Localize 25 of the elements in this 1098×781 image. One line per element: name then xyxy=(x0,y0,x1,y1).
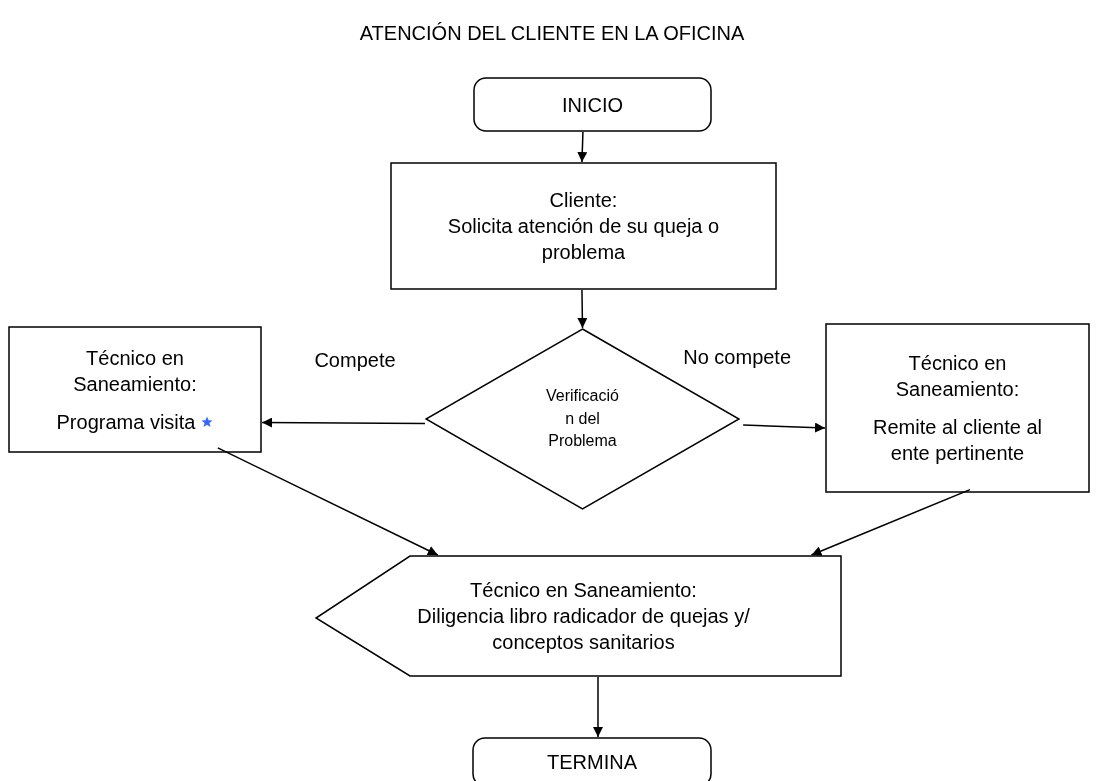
node-text: Remite al cliente al ente pertinente xyxy=(872,415,1043,466)
arrow xyxy=(261,417,426,428)
node-text: Técnico en Saneamiento: xyxy=(894,351,1021,402)
node-text: Programa visita xyxy=(56,409,196,435)
diagram-title: ATENCIÓN DEL CLIENTE EN LA OFICINA xyxy=(358,21,746,46)
node-text: INICIO xyxy=(561,92,624,118)
node-text: TERMINA xyxy=(547,750,637,775)
terminal-box xyxy=(472,737,712,781)
process-box xyxy=(390,162,777,290)
node-text: Verificació n del Problema xyxy=(545,386,620,452)
arrow xyxy=(577,131,588,163)
process-box xyxy=(8,326,262,453)
node-text: Diligencia libro radicador de quejas y/ conceptos sanitarios xyxy=(416,604,751,655)
arrow xyxy=(577,289,588,329)
terminal-box xyxy=(473,77,712,132)
arrow xyxy=(810,488,971,556)
display-shape xyxy=(315,555,842,677)
arrow xyxy=(742,422,826,433)
arrow xyxy=(217,447,439,556)
node-text: Solicita atención de su queja o problema xyxy=(446,214,721,265)
process-box xyxy=(825,323,1090,493)
node-text: Técnico en Saneamiento: xyxy=(470,578,697,603)
node-text: Cliente: xyxy=(549,188,618,213)
arrow xyxy=(593,676,603,738)
node-text: Técnico en Saneamiento: xyxy=(72,345,198,397)
